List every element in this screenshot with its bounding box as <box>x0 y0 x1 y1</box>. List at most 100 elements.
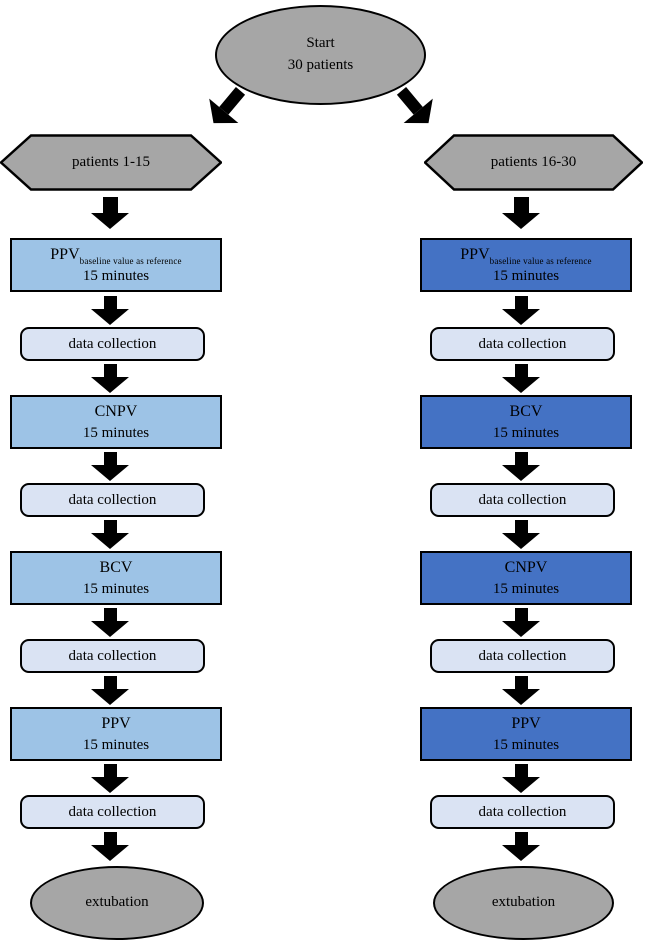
data-collection-box: data collection <box>430 327 615 361</box>
phase-box-bcv-left: BCV 15 minutes <box>10 551 222 605</box>
flow-arrow <box>502 296 540 325</box>
phase-duration: 15 minutes <box>82 267 150 284</box>
start-label-line1: Start <box>306 35 335 52</box>
phase-title: PPVbaseline value as reference <box>460 244 591 266</box>
flow-arrow <box>91 296 129 325</box>
flow-arrow <box>502 197 540 229</box>
arrow-head <box>502 621 540 637</box>
data-collection-label: data collection <box>478 491 567 508</box>
data-collection-box: data collection <box>20 639 205 673</box>
data-collection-box: data collection <box>20 327 205 361</box>
arrow-stem <box>103 676 117 689</box>
flow-arrow <box>91 452 129 481</box>
data-collection-label: data collection <box>68 803 157 820</box>
arrow-head <box>502 309 540 325</box>
flow-arrow <box>502 764 540 793</box>
phase-duration: 15 minutes <box>492 424 560 441</box>
arrow-stem <box>103 520 117 533</box>
phase-subscript: baseline value as reference <box>79 256 182 267</box>
phase-title: BCV <box>99 559 133 577</box>
arrow-head <box>91 777 129 793</box>
hexagon-shape <box>0 134 222 191</box>
hexagon-shape <box>424 134 643 191</box>
arrow-head <box>91 533 129 549</box>
phase-title: PPV <box>101 715 131 733</box>
arrow-stem <box>103 452 117 465</box>
phase-box-ppv-baseline-left: PPVbaseline value as reference 15 minute… <box>10 238 222 292</box>
phase-duration: 15 minutes <box>82 424 150 441</box>
arrow-head <box>91 845 129 861</box>
flow-arrow <box>502 520 540 549</box>
data-collection-label: data collection <box>68 491 157 508</box>
end-node-extubation-right: extubation <box>433 866 614 940</box>
data-collection-box: data collection <box>20 795 205 829</box>
data-collection-box: data collection <box>430 639 615 673</box>
arrow-head <box>91 213 129 229</box>
flow-arrow <box>91 832 129 861</box>
arrow-head <box>91 377 129 393</box>
arrow-stem <box>514 676 528 689</box>
group-label: patients 1-15 <box>72 154 150 170</box>
phase-duration: 15 minutes <box>82 736 150 753</box>
flow-arrow <box>91 364 129 393</box>
start-node: Start 30 patients <box>215 5 426 105</box>
flow-arrow <box>91 197 129 229</box>
data-collection-label: data collection <box>478 803 567 820</box>
arrow-head <box>91 465 129 481</box>
end-label: extubation <box>491 894 556 911</box>
phase-title: CNPV <box>504 559 548 577</box>
group-node-patients-1-15: patients 1-15 <box>0 134 222 191</box>
phase-duration: 15 minutes <box>492 267 560 284</box>
arrow-head <box>91 621 129 637</box>
start-label-line2: 30 patients <box>287 57 354 73</box>
flow-arrow <box>502 364 540 393</box>
flow-arrow <box>502 608 540 637</box>
flow-arrow <box>91 676 129 705</box>
arrow-head <box>91 309 129 325</box>
phase-title: CNPV <box>94 403 138 421</box>
data-collection-label: data collection <box>478 647 567 664</box>
phase-duration: 15 minutes <box>492 580 560 597</box>
data-collection-box: data collection <box>430 483 615 517</box>
arrow-stem <box>514 764 528 777</box>
arrow-stem <box>103 296 117 309</box>
flow-arrow <box>502 832 540 861</box>
phase-box-ppv-right: PPV 15 minutes <box>420 707 632 761</box>
arrow-head <box>502 777 540 793</box>
data-collection-box: data collection <box>20 483 205 517</box>
arrow-stem <box>514 520 528 533</box>
arrow-stem <box>102 197 118 213</box>
data-collection-label: data collection <box>478 335 567 352</box>
arrow-stem <box>103 364 117 377</box>
phase-box-cnpv-right: CNPV 15 minutes <box>420 551 632 605</box>
phase-title: BCV <box>509 403 543 421</box>
data-collection-label: data collection <box>68 647 157 664</box>
arrow-stem <box>514 296 528 309</box>
arrow-head <box>502 689 540 705</box>
end-label: extubation <box>85 894 149 911</box>
arrow-stem <box>103 764 117 777</box>
arrow-stem <box>513 197 529 213</box>
phase-title: PPVbaseline value as reference <box>50 244 181 266</box>
arrow-head <box>91 689 129 705</box>
flow-arrow <box>91 608 129 637</box>
phase-box-ppv-left: PPV 15 minutes <box>10 707 222 761</box>
phase-box-cnpv-left: CNPV 15 minutes <box>10 395 222 449</box>
arrow-stem <box>514 364 528 377</box>
phase-main-label: PPV <box>460 246 490 264</box>
phase-box-ppv-baseline-right: PPVbaseline value as reference 15 minute… <box>420 238 632 292</box>
flow-arrow <box>91 764 129 793</box>
arrow-stem <box>514 452 528 465</box>
arrow-head <box>502 465 540 481</box>
phase-duration: 15 minutes <box>82 580 150 597</box>
arrow-stem <box>514 832 528 845</box>
group-label: patients 16-30 <box>490 154 577 170</box>
arrow-stem <box>103 832 117 845</box>
phase-subscript: baseline value as reference <box>489 256 592 267</box>
arrow-stem <box>103 608 117 621</box>
data-collection-box: data collection <box>430 795 615 829</box>
arrow-head <box>502 845 540 861</box>
group-node-patients-16-30: patients 16-30 <box>424 134 643 191</box>
arrow-head <box>502 533 540 549</box>
